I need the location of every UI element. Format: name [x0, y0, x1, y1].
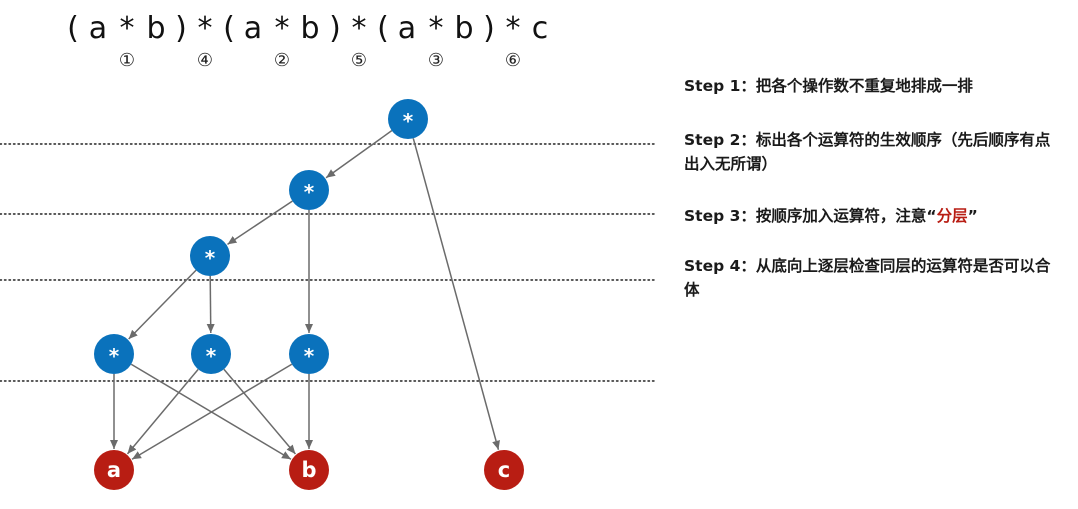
step-2: Step 2：标出各个运算符的生效顺序（先后顺序有点出入无所谓）: [684, 128, 1054, 176]
step-2-label: Step 2：: [684, 131, 756, 149]
expression-token: (: [67, 11, 79, 46]
node-label: *: [205, 246, 216, 270]
node-label: *: [304, 344, 315, 368]
step-1-label: Step 1：: [684, 77, 756, 95]
step-4-text: 从底向上逐层检查同层的运算符是否可以合体: [684, 257, 1051, 299]
node-label: *: [304, 180, 315, 204]
expression-token: c: [532, 11, 549, 46]
operator-node-op6: *: [289, 334, 329, 374]
tree-edge: [128, 269, 197, 340]
expression-token: b: [146, 11, 165, 46]
expression-token: ): [175, 11, 187, 46]
order-mark: ③: [428, 50, 444, 71]
tree-edge: [223, 368, 297, 455]
step-2-text: 标出各个运算符的生效顺序（先后顺序有点出入无所谓）: [684, 131, 1051, 173]
step-1-text: 把各个操作数不重复地排成一排: [755, 77, 973, 95]
expression-token: a: [244, 11, 262, 46]
expression-token: (: [223, 11, 235, 46]
order-mark: ①: [119, 50, 135, 71]
tree-edge: [227, 200, 293, 245]
step-3: Step 3：按顺序加入运算符，注意“分层”: [684, 204, 1054, 228]
operand-node-b: b: [289, 450, 329, 490]
expression-token: (: [377, 11, 389, 46]
step-4: Step 4：从底向上逐层检查同层的运算符是否可以合体: [684, 254, 1054, 302]
tree-edge: [412, 138, 500, 450]
operand-node-c: c: [484, 450, 524, 490]
step-3-highlight: 分层: [936, 207, 968, 225]
tree-edge: [206, 275, 215, 334]
operator-node-op1: *: [388, 99, 428, 139]
step-3-text: 按顺序加入运算符，注意“: [755, 207, 937, 225]
expression-token: *: [352, 11, 367, 46]
step-1: Step 1：把各个操作数不重复地排成一排: [684, 74, 1054, 98]
tree-edge: [126, 368, 199, 455]
node-label: a: [107, 458, 121, 482]
node-label: *: [403, 109, 414, 133]
expression-token: ): [329, 11, 341, 46]
expression-token: *: [506, 11, 521, 46]
node-label: *: [206, 344, 217, 368]
node-label: b: [301, 458, 316, 482]
expression-token: b: [300, 11, 319, 46]
node-label: c: [498, 458, 510, 482]
expression-token: *: [120, 11, 135, 46]
node-label: *: [109, 344, 120, 368]
operand-node-a: a: [94, 450, 134, 490]
order-mark: ④: [197, 50, 213, 71]
expression-token: *: [198, 11, 213, 46]
expression-token: ): [483, 11, 495, 46]
order-mark: ⑥: [505, 50, 521, 71]
tree-edge: [325, 130, 393, 179]
operator-node-op2: *: [289, 170, 329, 210]
order-mark: ⑤: [351, 50, 367, 71]
expression-token: a: [398, 11, 416, 46]
expression-token: *: [275, 11, 290, 46]
step-3-label: Step 3：: [684, 207, 756, 225]
tree-edge: [131, 363, 293, 460]
step-3-text-after: ”: [967, 207, 978, 225]
expression-token: *: [429, 11, 444, 46]
expression-token: a: [89, 11, 107, 46]
order-mark: ②: [274, 50, 290, 71]
expression-token: b: [454, 11, 473, 46]
operator-node-op5: *: [191, 334, 231, 374]
step-4-label: Step 4：: [684, 257, 756, 275]
operator-node-op3: *: [190, 236, 230, 276]
operator-node-op4: *: [94, 334, 134, 374]
